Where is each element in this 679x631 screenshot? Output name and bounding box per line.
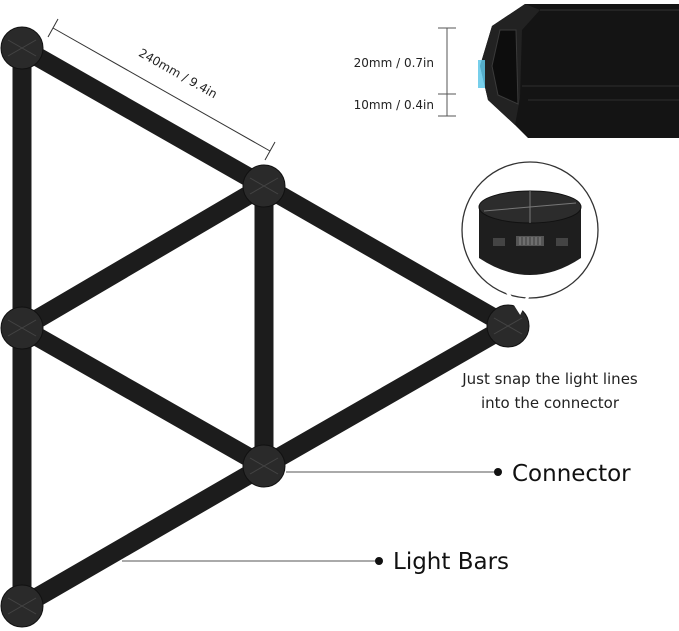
callout-line-2: into the connector <box>481 394 620 412</box>
light-bar <box>12 38 274 196</box>
light-bar <box>254 316 518 476</box>
connector-closeup <box>461 161 599 316</box>
height-dimension <box>438 27 456 117</box>
height-dimension-label: 20mm / 0.7in <box>354 56 434 70</box>
light-bars <box>12 38 518 616</box>
light-bar <box>12 318 274 476</box>
light-bar <box>254 176 518 336</box>
connector-leader-dot <box>494 468 502 476</box>
light-bars-label: Light Bars <box>393 549 509 575</box>
light-bars-leader-dot <box>375 557 383 565</box>
light-bar <box>12 176 274 338</box>
width-dimension-label: 10mm / 0.4in <box>354 98 434 112</box>
connector-leader <box>286 468 502 476</box>
light-bar <box>12 456 274 616</box>
length-dimension-label: 240mm / 9.4in <box>136 46 219 102</box>
callout-line-1: Just snap the light lines <box>461 370 638 388</box>
length-dimension <box>47 18 276 161</box>
light-bars-leader <box>122 557 383 565</box>
bar-end-closeup <box>478 4 679 138</box>
connector-label: Connector <box>512 461 631 487</box>
